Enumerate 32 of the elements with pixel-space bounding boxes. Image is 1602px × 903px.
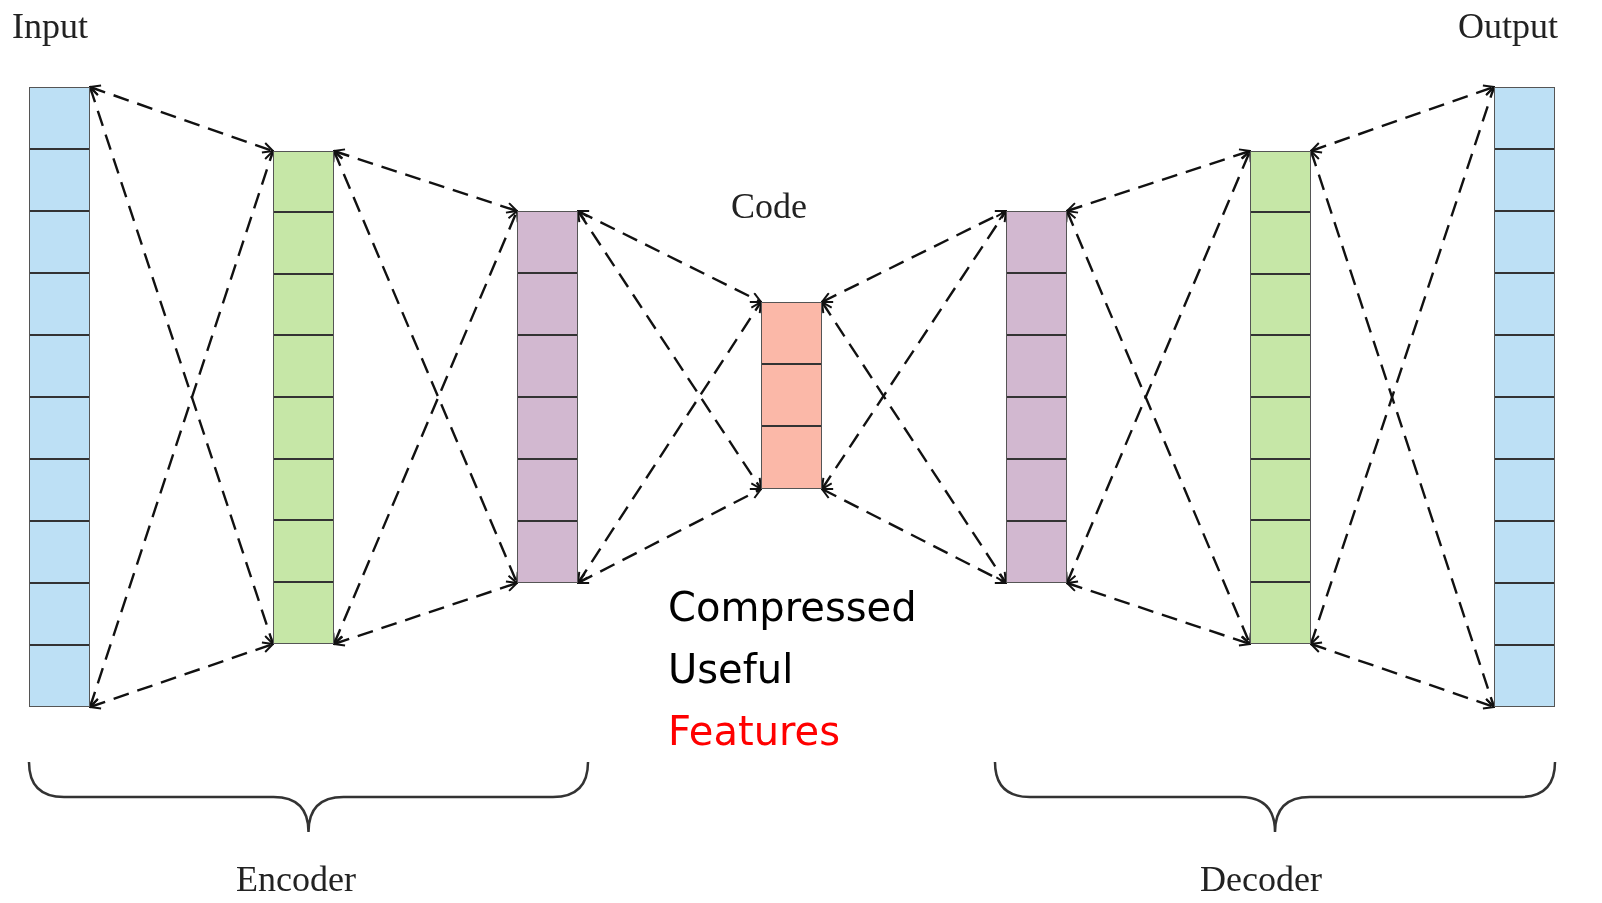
arrow — [821, 301, 1007, 584]
layer-heading: Input — [12, 6, 88, 46]
section-label: Decoder — [1200, 860, 1322, 900]
section-label: Encoder — [236, 860, 356, 900]
arrow — [89, 641, 274, 710]
arrow — [577, 210, 762, 490]
arrow — [333, 148, 518, 214]
arrow — [1066, 580, 1251, 647]
arrow — [1065, 210, 1252, 645]
layer-heading: Output — [1458, 6, 1558, 46]
arrow — [577, 209, 762, 304]
arrow — [1065, 150, 1252, 584]
feature-text: Compressed — [668, 585, 917, 629]
arrow — [89, 84, 274, 154]
layer-bar — [273, 151, 334, 644]
arrow — [821, 209, 1007, 304]
layer-heading: Code — [731, 186, 807, 226]
arrow — [1310, 641, 1495, 710]
arrow — [1066, 148, 1251, 214]
arrow — [333, 580, 518, 647]
layer-bar — [1250, 151, 1311, 644]
feature-text: Useful — [668, 647, 794, 691]
arrow — [821, 210, 1007, 490]
layer-bar — [517, 211, 578, 583]
arrow — [821, 487, 1007, 585]
arrow — [577, 301, 762, 584]
arrow — [577, 487, 762, 585]
arrow — [1310, 84, 1495, 154]
layer-bar — [1006, 211, 1067, 583]
feature-text: Features — [668, 709, 840, 753]
arrow — [332, 210, 519, 645]
arrow — [332, 150, 519, 584]
